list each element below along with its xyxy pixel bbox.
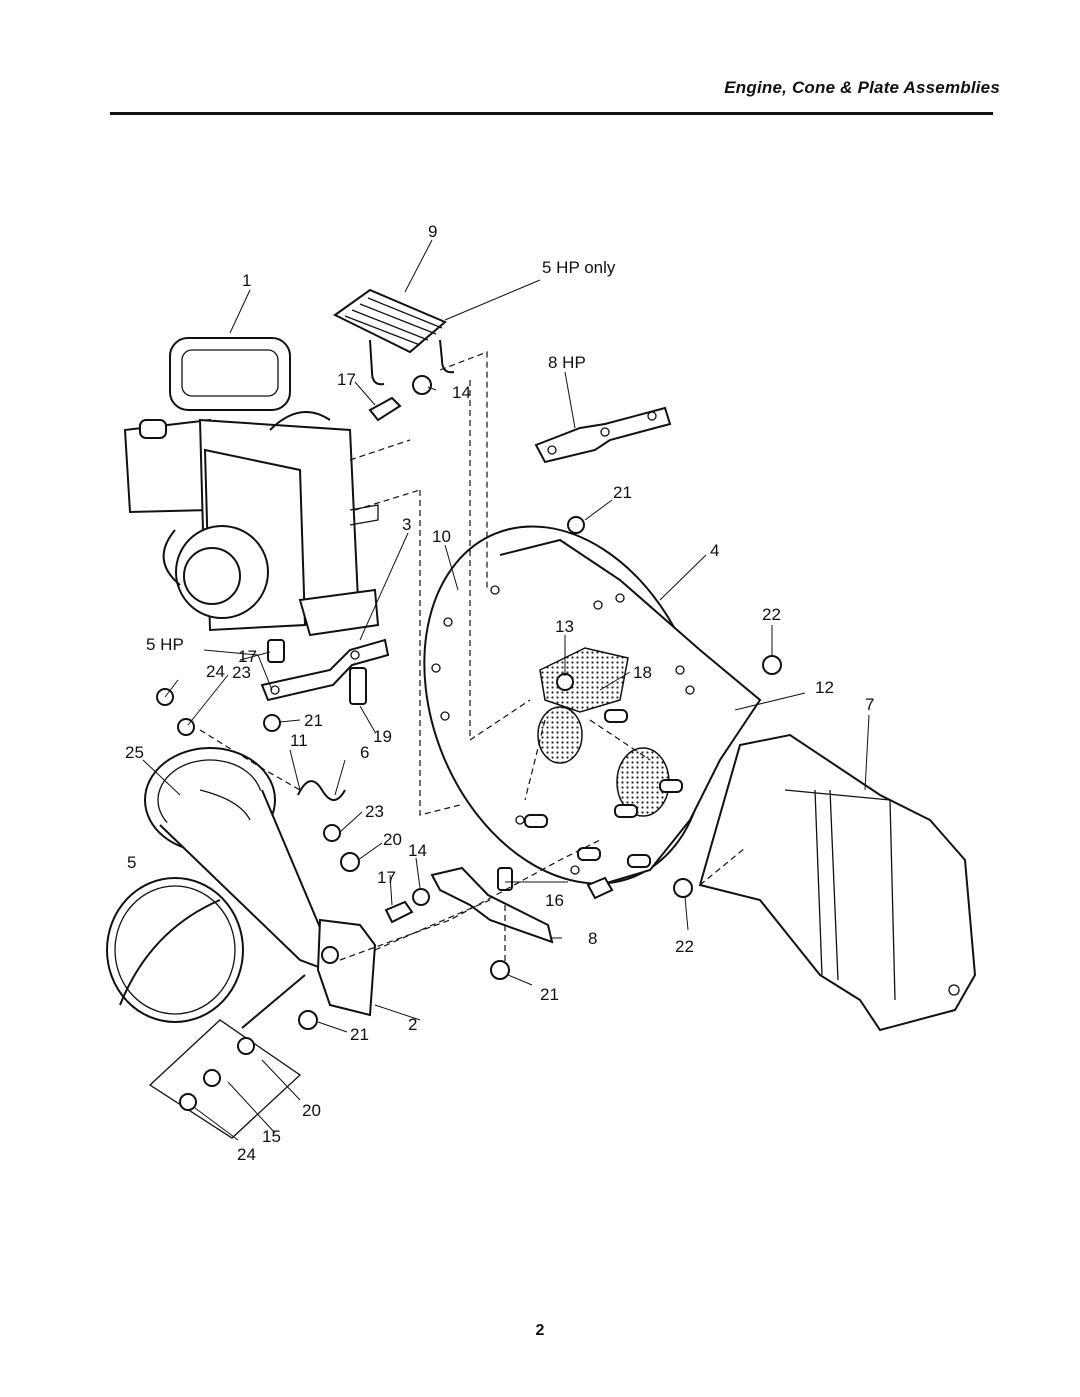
- nut-20-upper: [340, 852, 360, 872]
- hopper-cover-part: [106, 877, 244, 1023]
- callout-14-lower: 14: [408, 841, 427, 860]
- callout-12: 12: [815, 678, 834, 697]
- housing-plate-part: [423, 525, 762, 886]
- title-rule: [110, 112, 993, 115]
- callout-24-lower: 24: [237, 1145, 256, 1164]
- callout-25: 25: [125, 743, 144, 762]
- callout-13: 13: [555, 617, 574, 636]
- callout-23-upper: 23: [232, 663, 251, 682]
- callout-2: 2: [408, 1015, 417, 1034]
- detail-inset: [148, 974, 306, 1139]
- callout-4: 4: [710, 541, 719, 560]
- screen-guard-part: [333, 288, 455, 386]
- page-number: 2: [535, 1322, 545, 1339]
- callout-18: 18: [633, 663, 652, 682]
- callout-1: 1: [242, 271, 251, 290]
- callout-8: 8: [588, 929, 597, 948]
- washer-23-upper: [177, 718, 195, 736]
- chute-part: [698, 733, 977, 1032]
- spring-6-part: [297, 780, 346, 801]
- callout-7: 7: [865, 695, 874, 714]
- note-5hp-only: 5 HP only: [542, 258, 616, 277]
- callout-11: 11: [290, 731, 308, 750]
- callout-19: 19: [373, 727, 392, 746]
- callout-3: 3: [402, 515, 411, 534]
- callout-24-upper: 24: [206, 662, 225, 681]
- cone-part: [144, 747, 377, 1017]
- callout-20-upper: 20: [383, 830, 402, 849]
- bracket-8-part: [430, 866, 554, 944]
- callout-22-lower: 22: [675, 937, 694, 956]
- washer-23-lower: [323, 824, 341, 842]
- bolt-16-part: [497, 867, 513, 891]
- callout-5: 5: [127, 853, 136, 872]
- washer-14-top: [412, 375, 432, 395]
- callout-21-left: 21: [304, 711, 323, 730]
- callout-10: 10: [432, 527, 451, 546]
- callout-23-lower: 23: [365, 802, 384, 821]
- nut-21-top: [567, 516, 585, 534]
- callout-21-bottom: 21: [540, 985, 559, 1004]
- bolt-17-mid: [267, 639, 285, 663]
- callout-20-lower: 20: [302, 1101, 321, 1120]
- page-title: Engine, Cone & Plate Assemblies: [724, 78, 1000, 97]
- bolt-19-part: [349, 667, 367, 705]
- callout-6: 6: [360, 743, 369, 762]
- bolt-17-lower: [384, 900, 414, 924]
- engine-part: [123, 337, 380, 637]
- note-8hp: 8 HP: [548, 353, 586, 372]
- callout-14-top: 14: [452, 383, 471, 402]
- callout-9: 9: [428, 222, 437, 241]
- note-5hp: 5 HP: [146, 635, 184, 654]
- callout-17-lower: 17: [377, 868, 396, 887]
- washer-14-lower: [412, 888, 430, 906]
- callout-17-top: 17: [337, 370, 356, 389]
- nut-21-left: [263, 714, 281, 732]
- callout-17-mid: 17: [238, 647, 257, 666]
- nut-22-upper: [762, 655, 782, 675]
- callout-21-top: 21: [613, 483, 632, 502]
- nut-21-cone: [298, 1010, 318, 1030]
- bolt-16-right: [586, 876, 614, 900]
- nut-21-bottom: [490, 960, 510, 980]
- nut-22-lower: [673, 878, 693, 898]
- callout-21-cone: 21: [350, 1025, 369, 1044]
- callout-16: 16: [545, 891, 564, 910]
- callout-15: 15: [262, 1127, 281, 1146]
- callout-22-upper: 22: [762, 605, 781, 624]
- bolt-17-top: [368, 396, 402, 422]
- bracket-5hp-part: [260, 638, 390, 702]
